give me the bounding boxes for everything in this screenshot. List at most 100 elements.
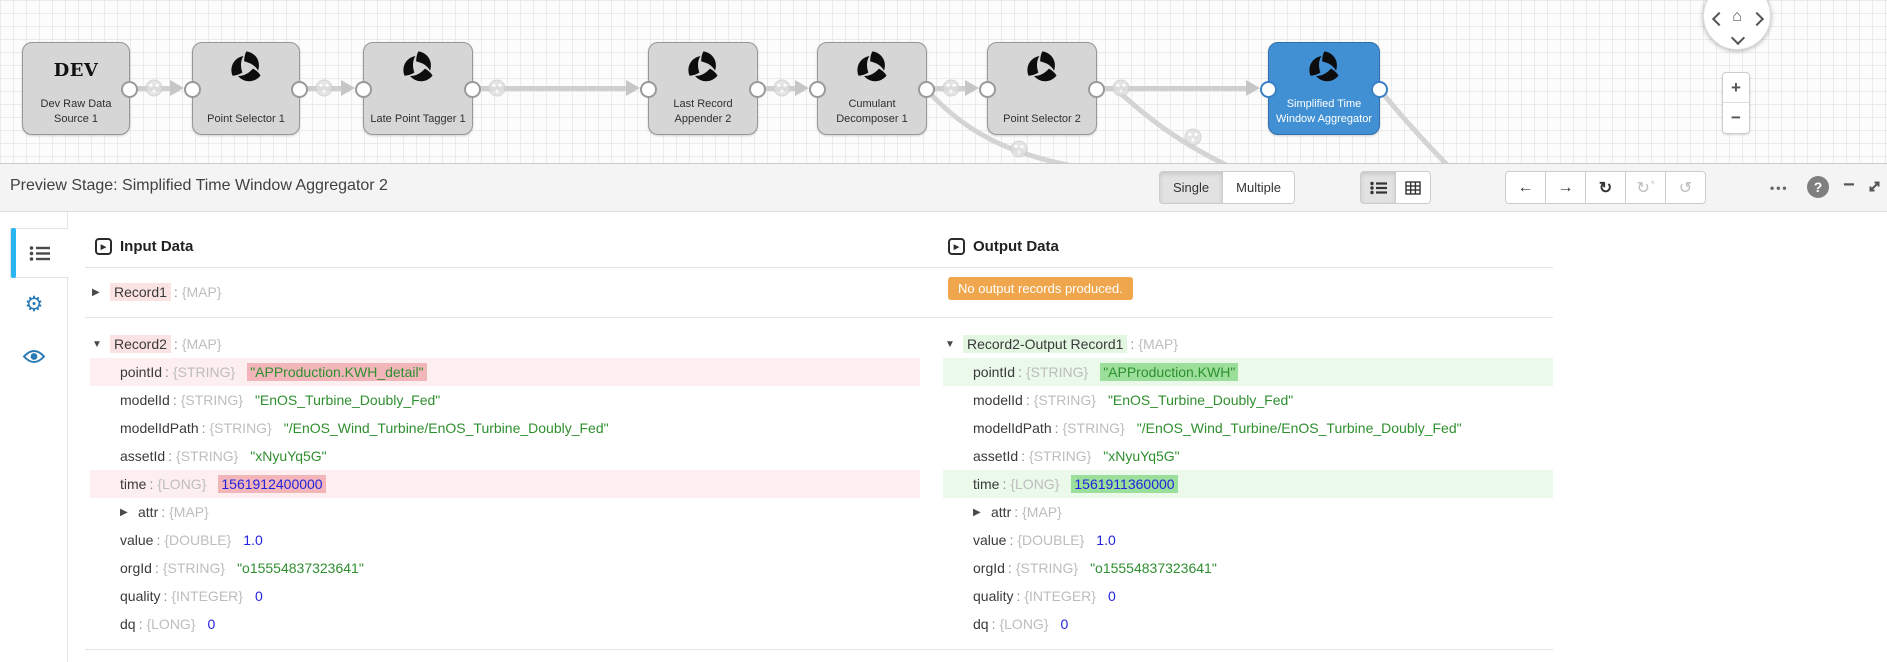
record-count-badge-icon (488, 79, 506, 97)
output-port[interactable] (1088, 80, 1105, 98)
panel-headers-row: ▶ Input Data ▶ Output Data (85, 212, 1553, 268)
field-type: {MAP} (169, 504, 209, 520)
pipeline-node[interactable]: Late Point Tagger 1 (355, 42, 481, 135)
output-record-tree: ▼Record2-Output Record1:{MAP}pointId:{ST… (943, 318, 1553, 638)
output-port[interactable] (291, 80, 308, 98)
field-value: "o15554837323641" (237, 560, 364, 576)
field-row: pointId:{STRING}"APProduction.KWH_detail… (90, 358, 920, 386)
record-play-icon: ▶ (948, 238, 965, 255)
rerun-with-changes-button[interactable]: ↻* (1625, 171, 1666, 204)
field-label: quality (973, 588, 1014, 604)
stage-swirl-icon (687, 51, 718, 82)
pipeline-node[interactable]: Cumulant Decomposer 1 (809, 42, 935, 135)
input-record1-header[interactable]: ▶ Record1 : {MAP} (90, 278, 920, 306)
record-header-row[interactable]: ▼Record2-Output Record1:{MAP} (943, 330, 1553, 358)
separator: : (154, 560, 159, 576)
field-value: "xNyuYq5G" (1103, 448, 1180, 464)
more-options-button[interactable]: ••• (1770, 181, 1789, 195)
node-label: Point Selector 2 (1003, 112, 1081, 125)
node-label: Point Selector 1 (207, 112, 285, 125)
output-port[interactable] (121, 80, 138, 98)
tab-records[interactable] (10, 228, 69, 278)
input-port[interactable] (355, 80, 372, 98)
output-port[interactable] (464, 80, 481, 98)
field-type: {STRING} (162, 560, 226, 576)
help-button[interactable]: ? (1807, 176, 1829, 198)
output-port[interactable] (918, 80, 935, 98)
zoom-out-button[interactable]: − (1731, 107, 1741, 127)
field-label: value (973, 532, 1007, 548)
record-count-badge-icon (942, 79, 960, 97)
record2-row: ▼ Record2: {MAP} pointId:{STRING}"APProduct… (85, 318, 1553, 650)
expand-arrow-icon[interactable]: ▼ (945, 338, 955, 350)
input-port[interactable] (809, 80, 826, 98)
pan-up-icon[interactable] (1730, 0, 1746, 2)
field-value: "o15554837323641" (1090, 560, 1217, 576)
table-view-icon (1405, 180, 1421, 195)
no-output-badge: No output records produced. (948, 277, 1133, 300)
input-port[interactable] (979, 80, 996, 98)
previous-stage-button[interactable]: ← (1505, 171, 1546, 204)
next-stage-button[interactable]: → (1545, 171, 1586, 204)
home-icon[interactable]: ⌂ (1732, 8, 1742, 25)
tab-configuration[interactable]: ⚙ (0, 282, 68, 326)
revert-changes-button[interactable]: ↺ (1665, 171, 1706, 204)
field-row: modelIdPath:{STRING}"/EnOS_Wind_Turbine/… (90, 414, 920, 442)
record-header-row[interactable]: ▼Record2:{MAP} (90, 330, 920, 358)
record-name: Record2-Output Record1 (963, 335, 1128, 353)
field-label: pointId (120, 364, 163, 380)
tab-preview-eye[interactable] (0, 334, 68, 378)
list-view-button[interactable] (1360, 171, 1396, 204)
gear-icon: ⚙ (24, 292, 44, 316)
input-port[interactable] (640, 80, 657, 98)
minimize-preview-button[interactable]: − (1843, 174, 1855, 196)
field-value: 0 (254, 588, 263, 604)
separator: : (201, 420, 206, 436)
input-port[interactable] (1260, 80, 1277, 98)
edge-arrowhead-icon (1246, 80, 1260, 96)
field-type: {DOUBLE} (1017, 532, 1085, 548)
record-type: {MAP} (1138, 336, 1179, 352)
single-mode-button[interactable]: Single (1159, 171, 1224, 204)
expand-arrow-icon[interactable]: ▶ (92, 286, 100, 298)
field-row: modelId:{STRING}"EnOS_Turbine_Doubly_Fed… (90, 386, 920, 414)
attr-map-row[interactable]: ▶attr:{MAP} (943, 498, 1553, 526)
field-value: 0 (207, 616, 216, 632)
pipeline-node[interactable]: Point Selector 1 (184, 42, 308, 135)
refresh-preview-button[interactable]: ↻ (1585, 171, 1626, 204)
table-view-button[interactable] (1395, 171, 1431, 204)
edge-arrowhead-icon (795, 80, 809, 96)
separator: : (1002, 476, 1007, 492)
preview-header: Preview Stage: Simplified Time Window Ag… (0, 164, 1887, 212)
preview-content: ⚙ ▶ Input Data ▶ (0, 212, 1887, 662)
pan-down-icon[interactable] (1730, 30, 1746, 46)
output-port[interactable] (1371, 80, 1388, 98)
record-count-badge (773, 79, 791, 102)
record-count-badge-icon (145, 79, 163, 97)
record-name: Record2 (110, 335, 171, 353)
pipeline-node[interactable]: Point Selector 2 (979, 42, 1105, 135)
field-label: time (120, 476, 147, 492)
attr-map-row[interactable]: ▶attr:{MAP} (90, 498, 920, 526)
separator: : (1021, 448, 1026, 464)
node-label: Simplified Time Window Aggregator (1276, 98, 1372, 125)
input-record-tree: ▼ Record2: {MAP} pointId:{STRING}"APProduct… (90, 318, 920, 638)
pipeline-canvas[interactable]: ⌂ + − (0, 0, 1887, 164)
stage-swirl-icon (1026, 51, 1057, 82)
field-label: orgId (973, 560, 1005, 576)
expand-preview-button[interactable] (1867, 179, 1882, 199)
zoom-in-button[interactable]: + (1731, 77, 1741, 97)
stage-swirl-icon (856, 51, 887, 82)
expand-arrow-icon[interactable]: ▼ (92, 338, 102, 350)
node-label: Cumulant Decomposer 1 (836, 98, 908, 125)
pipeline-node[interactable]: Simplified Time Window Aggregator (1260, 42, 1388, 135)
record-type: {MAP} (181, 336, 222, 352)
separator: : (1025, 392, 1030, 408)
separator: : (149, 476, 154, 492)
multiple-mode-button[interactable]: Multiple (1222, 171, 1295, 204)
field-label: attr (138, 504, 159, 520)
pipeline-node[interactable]: Last Record Appender 2 (640, 42, 766, 135)
output-port[interactable] (749, 80, 766, 98)
input-port[interactable] (184, 80, 201, 98)
